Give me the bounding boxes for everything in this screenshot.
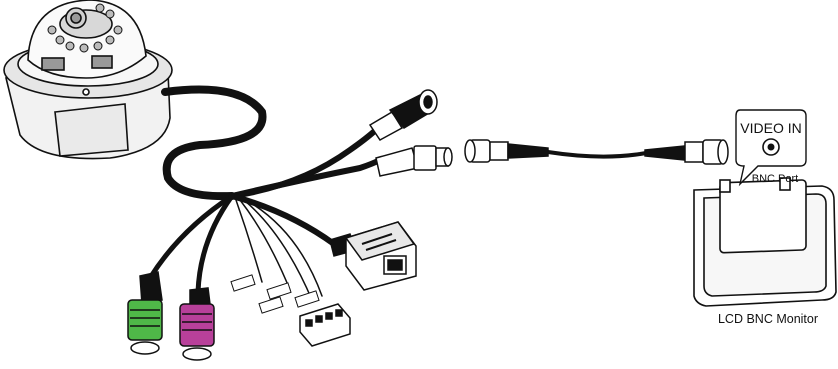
wire-tags bbox=[230, 274, 320, 314]
video-in-callout bbox=[735, 109, 807, 187]
dome-camera bbox=[3, 0, 173, 160]
monitor-label: LCD BNC Monitor bbox=[718, 312, 818, 326]
bnc-female-connector bbox=[375, 145, 453, 177]
video-in-label: VIDEO IN bbox=[740, 120, 801, 136]
dc-power-plug bbox=[368, 89, 438, 141]
bnc-port-label: BNC Port bbox=[752, 173, 798, 185]
main-cable bbox=[147, 85, 383, 301]
bnc-cable bbox=[464, 139, 729, 165]
lcd-monitor bbox=[693, 177, 837, 307]
audio-jack-magenta bbox=[179, 287, 215, 361]
audio-jack-green bbox=[127, 271, 163, 355]
terminal-block bbox=[299, 303, 351, 347]
rj45-network-connector bbox=[329, 221, 417, 291]
